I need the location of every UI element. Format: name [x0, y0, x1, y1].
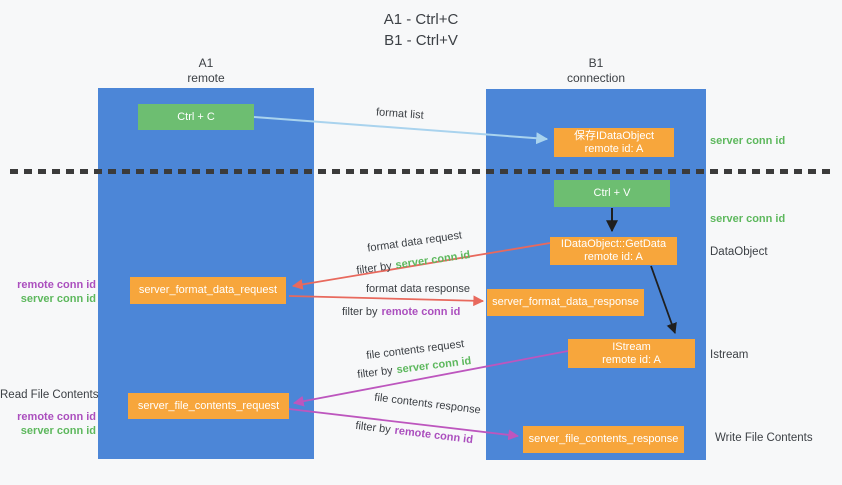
- lifeline-header-a1: A1 remote: [146, 56, 266, 86]
- format-data-response-arrow: [288, 295, 485, 307]
- node-server-file-contents-request-label: server_file_contents_request: [137, 399, 280, 412]
- node-server-file-contents-request: server_file_contents_request: [128, 393, 289, 419]
- lifeline-b1-subtitle: connection: [566, 71, 626, 85]
- server-conn-id-label: server conn id: [710, 135, 786, 147]
- node-server-format-data-request-label: server_format_data_request: [138, 284, 278, 296]
- istream-label: Istream: [710, 349, 749, 361]
- node-save-idataobject-line1: 保存IDataObject: [573, 129, 655, 142]
- server-conn-id-label: server conn id: [20, 293, 96, 305]
- filter-by-text: filter by: [355, 260, 393, 277]
- node-idataobject-getdata: IDataObject::GetData remote id: A: [550, 237, 677, 265]
- lifeline-b1-name: B1: [588, 56, 604, 70]
- node-server-file-contents-response-label: server_file_contents_response: [528, 433, 679, 445]
- filter-by-text: filter by: [356, 364, 394, 381]
- node-server-format-data-request: server_format_data_request: [130, 277, 286, 304]
- node-istream-line2: remote id: A: [602, 353, 661, 366]
- node-server-file-contents-response: server_file_contents_response: [523, 426, 684, 453]
- lifeline-a1-name: A1: [198, 56, 214, 70]
- dataobject-label: DataObject: [710, 246, 768, 258]
- remote-conn-id-text: remote conn id: [381, 306, 461, 318]
- node-getdata-line2: remote id: A: [584, 251, 643, 263]
- node-getdata-line1: IDataObject::GetData: [560, 238, 667, 250]
- filter-by-text: filter by: [342, 306, 378, 318]
- remote-conn-id-label: remote conn id: [17, 279, 96, 291]
- format-data-response-label: format data response: [366, 283, 470, 295]
- format-data-request-label: format data request: [366, 229, 463, 255]
- node-ctrl-v-label: Ctrl + V: [593, 187, 631, 199]
- left-conn-id-pair-bottom: remote conn id server conn id: [0, 410, 96, 438]
- format-list-label: format list: [375, 106, 425, 122]
- filter-by-text: filter by: [354, 419, 392, 437]
- server-conn-id-text: server conn id: [395, 355, 472, 377]
- remote-conn-id-text: remote conn id: [393, 424, 474, 447]
- file-contents-response-label: file contents response: [373, 391, 482, 417]
- node-ctrl-c-label: Ctrl + C: [177, 110, 215, 123]
- server-conn-id-text: server conn id: [394, 249, 471, 272]
- write-file-contents-label: Write File Contents: [715, 432, 813, 444]
- lifeline-a1-subtitle: remote: [187, 71, 225, 85]
- node-save-idataobject-line2: remote id: A: [584, 142, 644, 155]
- diagram-title: A1 - Ctrl+C B1 - Ctrl+V: [0, 9, 842, 51]
- dotted-separator-line: [10, 169, 832, 174]
- node-ctrl-v: Ctrl + V: [554, 180, 670, 207]
- remote-conn-id-label: remote conn id: [17, 411, 96, 423]
- lifeline-header-b1: B1 connection: [536, 56, 656, 86]
- title-line-2: B1 - Ctrl+V: [384, 32, 458, 49]
- server-conn-id-label: server conn id: [20, 425, 96, 437]
- title-line-1: A1 - Ctrl+C: [383, 11, 459, 28]
- read-file-contents-label: Read File Contents: [0, 389, 99, 401]
- node-server-format-data-response: server_format_data_response: [487, 289, 644, 316]
- node-ctrl-c: Ctrl + C: [138, 104, 254, 130]
- node-istream: IStream remote id: A: [568, 339, 695, 368]
- server-conn-id-label: server conn id: [710, 213, 786, 225]
- left-conn-id-pair-top: remote conn id server conn id: [0, 278, 96, 306]
- node-server-format-data-response-label: server_format_data_response: [492, 296, 639, 308]
- node-save-idataobject: 保存IDataObject remote id: A: [554, 128, 674, 157]
- node-istream-line1: IStream: [612, 340, 651, 353]
